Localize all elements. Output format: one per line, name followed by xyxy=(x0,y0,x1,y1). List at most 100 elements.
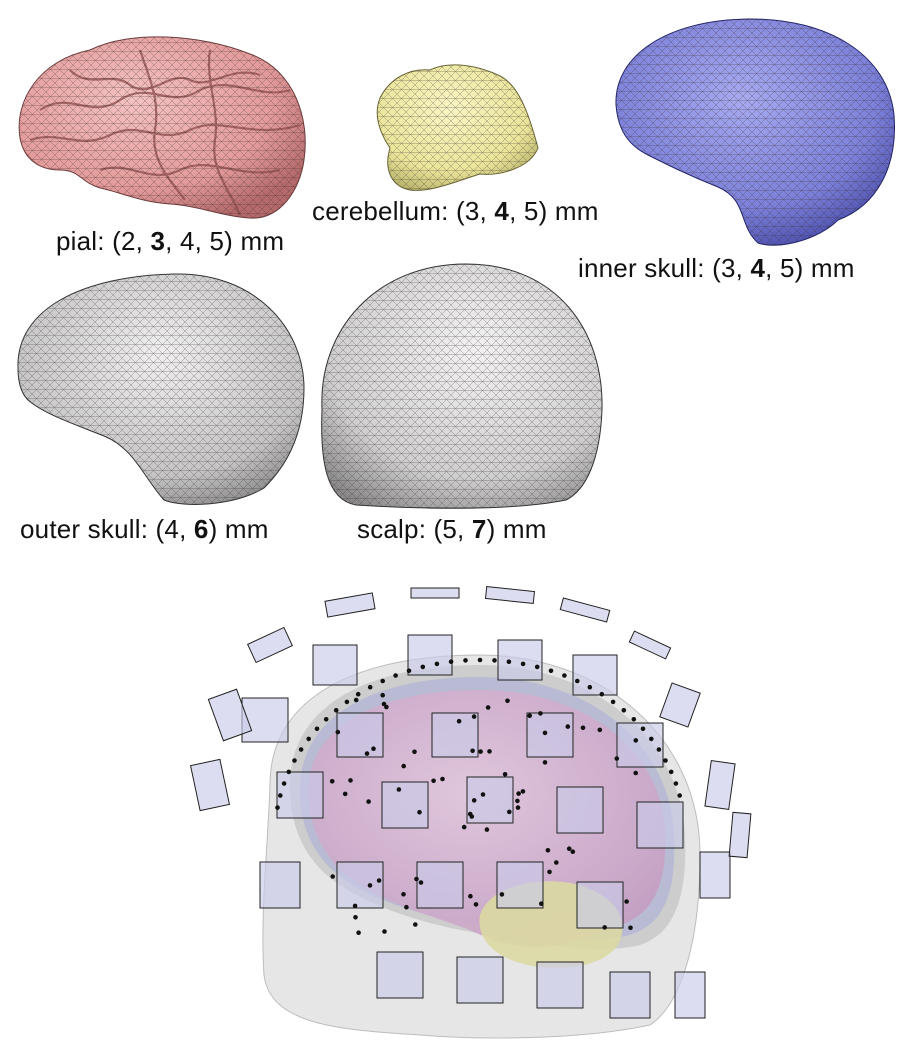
eeg-electrode xyxy=(333,708,339,713)
eeg-electrode xyxy=(381,701,387,707)
meg-sensor xyxy=(189,758,231,812)
meg-sensor xyxy=(572,654,618,696)
eeg-electrode xyxy=(507,809,512,815)
eeg-electrode xyxy=(668,769,674,775)
eeg-electrode xyxy=(599,691,605,697)
meg-sensor xyxy=(407,634,453,676)
eeg-electrode xyxy=(631,717,637,722)
eeg-electrode xyxy=(480,792,486,797)
meg-sensor xyxy=(381,781,429,829)
cerebellum-surface-panel xyxy=(370,58,550,198)
pial-caption-bold: 3 xyxy=(150,226,166,256)
meg-sensor xyxy=(536,961,584,1009)
eeg-electrode xyxy=(633,770,638,776)
eeg-electrode xyxy=(548,668,554,674)
eeg-electrode xyxy=(473,902,479,907)
meg-sensor xyxy=(416,861,464,909)
eeg-electrode xyxy=(380,692,385,698)
eeg-electrode xyxy=(538,711,543,716)
meg-sensor xyxy=(609,971,651,1019)
meg-sensor xyxy=(207,688,253,742)
meg-sensor xyxy=(246,626,294,664)
cerebellum-caption-bold: 4 xyxy=(494,196,510,226)
eeg-electrode xyxy=(580,725,586,731)
eeg-electrode xyxy=(364,751,370,756)
eeg-electrode xyxy=(352,903,358,909)
inner-skull-mesh-image xyxy=(615,18,896,246)
outer-skull-caption-bold: 6 xyxy=(193,514,209,544)
eeg-electrode xyxy=(527,713,532,718)
eeg-electrode xyxy=(575,678,580,684)
eeg-electrode xyxy=(487,749,492,754)
eeg-electrode xyxy=(323,717,329,722)
eeg-electrode xyxy=(286,769,292,775)
eeg-electrode xyxy=(420,664,426,670)
eeg-electrode xyxy=(330,874,335,879)
eeg-electrode xyxy=(542,760,548,765)
eeg-electrode xyxy=(520,789,526,794)
eeg-electrode xyxy=(587,684,593,690)
eeg-electrode xyxy=(434,661,440,667)
eeg-electrode xyxy=(502,772,508,777)
eeg-electrode xyxy=(367,883,373,888)
eeg-electrode xyxy=(367,684,373,690)
eeg-electrode xyxy=(673,781,679,786)
eeg-electrode xyxy=(515,798,520,804)
eeg-electrode xyxy=(461,824,467,830)
eeg-electrode xyxy=(565,724,571,729)
eeg-electrode xyxy=(468,893,473,899)
pial-caption-prefix: pial: (2, xyxy=(56,226,151,256)
eeg-electrode xyxy=(371,746,376,751)
inner-skull-caption-bold: 4 xyxy=(750,253,766,283)
meg-sensor xyxy=(728,811,752,859)
meg-sensor xyxy=(699,851,731,899)
meg-sensor xyxy=(497,639,543,681)
eeg-electrode xyxy=(275,805,280,810)
eeg-electrode xyxy=(412,749,417,755)
eeg-electrode xyxy=(562,673,567,678)
eeg-electrode xyxy=(520,661,526,667)
eeg-electrode xyxy=(353,697,359,703)
eeg-electrode xyxy=(515,805,521,810)
eeg-electrode xyxy=(366,799,371,804)
meg-sensor xyxy=(276,771,324,819)
eeg-electrode xyxy=(656,747,662,752)
outer-skull-surface-panel xyxy=(14,268,310,508)
eeg-electrode xyxy=(355,691,361,697)
eeg-electrode xyxy=(505,698,510,704)
eeg-electrode xyxy=(380,678,385,684)
outer-skull-caption: outer skull: (4, 6) mm xyxy=(20,514,269,545)
eeg-electrode xyxy=(393,673,398,678)
eeg-electrode xyxy=(314,726,320,732)
eeg-electrode xyxy=(414,876,419,882)
cerebellum-caption: cerebellum: (3, 4, 5) mm xyxy=(312,196,599,227)
inner-skull-caption-prefix: inner skull: (3, xyxy=(578,253,751,283)
meg-sensor xyxy=(410,587,460,599)
pial-caption-suffix: , 4, 5) mm xyxy=(165,226,285,256)
eeg-electrode xyxy=(278,793,283,798)
meg-sensor xyxy=(616,722,664,768)
meg-sensor xyxy=(556,786,604,834)
eeg-electrode xyxy=(292,758,297,763)
eeg-electrode xyxy=(614,756,620,761)
eeg-electrode xyxy=(492,658,497,663)
eeg-electrode xyxy=(467,811,473,817)
meg-sensor xyxy=(336,861,384,909)
eeg-electrode xyxy=(401,763,406,769)
eeg-electrode xyxy=(542,730,548,736)
eeg-electrode xyxy=(471,714,477,719)
eeg-electrode xyxy=(628,925,633,931)
scalp-mesh-image xyxy=(321,263,603,509)
eeg-electrode xyxy=(602,925,607,930)
eeg-electrode xyxy=(348,778,353,783)
cerebellum-caption-suffix: , 5) mm xyxy=(509,196,599,226)
eeg-electrode xyxy=(597,727,603,733)
cerebellum-mesh-image xyxy=(376,64,539,191)
eeg-electrode xyxy=(547,869,552,875)
eeg-electrodes-group xyxy=(275,657,682,935)
inner-skull-surface-panel xyxy=(608,15,904,250)
eeg-electrode xyxy=(545,848,551,853)
cerebellum-caption-prefix: cerebellum: (3, xyxy=(312,196,495,226)
scalp-caption-suffix: ) mm xyxy=(486,514,547,544)
eeg-electrode xyxy=(431,778,436,784)
